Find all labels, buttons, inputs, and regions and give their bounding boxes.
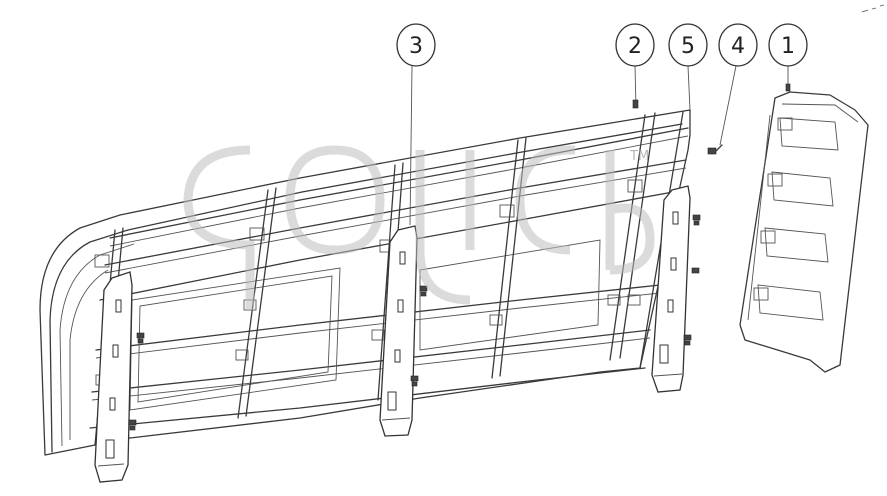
watermark-tm: TM (629, 149, 649, 164)
callout-label: 2 (628, 34, 642, 59)
screw-icon (136, 332, 145, 344)
part-4-pin (707, 144, 723, 155)
callout-label: 4 (731, 34, 745, 59)
end-cap-part (739, 91, 869, 373)
screw-icon (683, 334, 692, 346)
screw-icon (410, 375, 419, 387)
callout-4: 4 (718, 23, 758, 146)
callout-3: 3 (396, 23, 436, 226)
callout-5: 5 (668, 23, 708, 111)
cap-ribs (753, 117, 839, 321)
callout-1: 1 (768, 23, 808, 92)
screw-icon (419, 285, 428, 297)
callout-2: 2 (615, 23, 655, 109)
fasteners (128, 214, 701, 431)
mounting-bracket-left (94, 271, 133, 483)
watermark-logo: TM (183, 145, 655, 310)
screw-icon (128, 419, 137, 431)
mounting-bracket-center (379, 225, 418, 437)
corner-mark (861, 4, 885, 13)
callout-label: 5 (681, 34, 695, 59)
screw-icon (691, 267, 700, 274)
callout-label: 1 (781, 34, 795, 59)
callout-label: 3 (409, 34, 423, 59)
screw-icon (692, 214, 701, 226)
mounting-bracket-right (651, 185, 691, 393)
